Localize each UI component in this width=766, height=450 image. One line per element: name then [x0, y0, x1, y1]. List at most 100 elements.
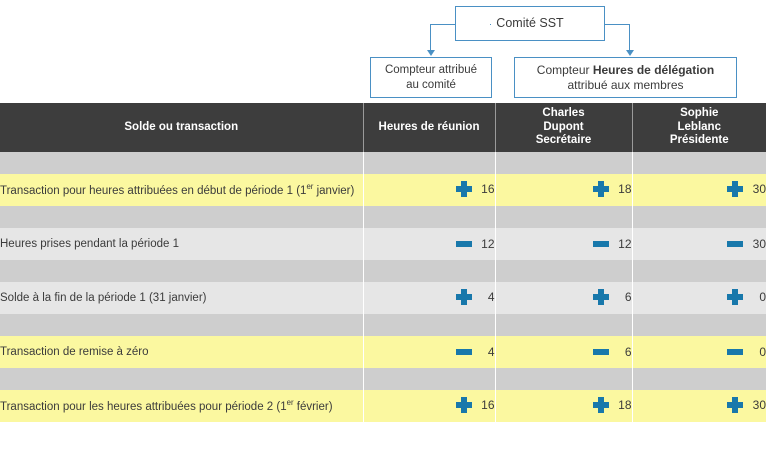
value-wrapper: 12 [592, 237, 632, 251]
value-wrapper: 16 [455, 396, 495, 413]
value-number: 6 [624, 345, 632, 359]
sophie-role: Présidente [669, 134, 729, 147]
value-wrapper: 4 [455, 288, 495, 305]
table-spacer-cell [632, 152, 766, 174]
value-number: 4 [487, 345, 495, 359]
minus-icon [727, 349, 743, 355]
member-counter-line2: attribué aux membres [567, 77, 684, 92]
minus-icon [727, 241, 743, 247]
table-spacer-cell [0, 368, 364, 390]
committee-counter-line1: Compteur attribué [384, 64, 478, 77]
charles-first-name: Charles [542, 106, 585, 119]
value-cell: 6 [495, 282, 633, 314]
value-cell: 0 [632, 336, 766, 368]
value-cell: 6 [495, 336, 633, 368]
table-row: Transaction pour heures attribuées en dé… [0, 174, 766, 206]
table-spacer-cell [363, 368, 496, 390]
plus-icon [727, 180, 743, 197]
value-number: 30 [752, 397, 766, 412]
connector-left-vertical [430, 24, 431, 52]
table-spacer-cell [0, 152, 364, 174]
connector-right-vertical [629, 24, 630, 52]
table-header: Solde ou transaction Heures de réunion C… [0, 103, 766, 152]
table-header-row: Solde ou transaction Heures de réunion C… [0, 103, 766, 152]
org-diagram: Comité SST Compteur attribué au comité C… [0, 0, 766, 103]
diagram-box-committee-counter: Compteur attribué au comité [370, 57, 492, 98]
minus-icon [455, 349, 472, 355]
value-cell: 18 [495, 390, 633, 422]
minus-icon [592, 241, 609, 247]
value-number: 18 [618, 181, 632, 196]
value-wrapper: 4 [455, 345, 495, 359]
diagram-box-comite-sst: Comité SST [455, 6, 605, 41]
column-header-transaction: Solde ou transaction [0, 103, 364, 152]
value-number: 16 [481, 181, 495, 196]
value-cell: 0 [632, 282, 766, 314]
value-wrapper: 18 [592, 180, 632, 197]
value-cell: 4 [363, 336, 496, 368]
value-wrapper: 18 [592, 396, 632, 413]
column-header-sophie-leblanc: Sophie Leblanc Présidente [632, 103, 766, 152]
value-wrapper: 30 [727, 396, 766, 413]
row-label: Solde à la fin de la période 1 (31 janvi… [0, 282, 364, 314]
table-body: Transaction pour heures attribuées en dé… [0, 152, 766, 422]
member-counter-line1-bold: Heures de délégation [592, 62, 715, 77]
table-spacer-cell [363, 152, 496, 174]
member-counter-line1-prefix: Compteur [536, 62, 593, 77]
diagram-box-member-counter: Compteur Heures de délégation attribué a… [514, 57, 737, 98]
value-wrapper: 6 [592, 288, 632, 305]
value-cell: 30 [632, 390, 766, 422]
plus-icon [592, 288, 609, 305]
table-spacer-cell [363, 260, 496, 282]
table-spacer-cell [0, 314, 364, 336]
value-cell: 18 [495, 174, 633, 206]
value-cell: 12 [363, 228, 496, 260]
table-spacer-cell [632, 206, 766, 228]
value-wrapper: 6 [592, 345, 632, 359]
plus-icon [455, 396, 472, 413]
table-spacer-row [0, 260, 766, 282]
connector-left-horizontal [430, 24, 456, 25]
value-cell: 12 [495, 228, 633, 260]
value-wrapper: 16 [455, 180, 495, 197]
charles-last-name: Dupont [543, 120, 584, 133]
table-spacer-cell [363, 314, 496, 336]
table-spacer-cell [0, 260, 364, 282]
plus-icon [455, 180, 472, 197]
value-number: 18 [618, 397, 632, 412]
ordinal-suffix: er [306, 181, 314, 191]
value-number: 12 [481, 237, 495, 251]
value-number: 0 [759, 345, 766, 359]
table-spacer-row [0, 152, 766, 174]
table-spacer-row [0, 206, 766, 228]
value-cell: 16 [363, 174, 496, 206]
diagram-box-comite-sst-label: Comité SST [496, 15, 564, 30]
column-header-charles-dupont: Charles Dupont Secrétaire [495, 103, 633, 152]
hours-balance-table: Solde ou transaction Heures de réunion C… [0, 103, 766, 422]
table-spacer-row [0, 314, 766, 336]
minus-icon [455, 241, 472, 247]
sophie-first-name: Sophie [680, 106, 719, 119]
table-spacer-cell [495, 260, 633, 282]
table-spacer-cell [495, 314, 633, 336]
connector-left-stub [490, 24, 491, 25]
arrowhead-left-icon [427, 50, 435, 56]
plus-icon [727, 288, 743, 305]
minus-icon [592, 349, 609, 355]
table-spacer-cell [363, 206, 496, 228]
table-spacer-cell [632, 368, 766, 390]
value-number: 0 [759, 289, 766, 304]
plus-icon [455, 288, 472, 305]
value-wrapper: 30 [727, 180, 766, 197]
sophie-last-name: Leblanc [677, 120, 721, 133]
charles-role: Secrétaire [535, 134, 592, 147]
value-wrapper: 0 [727, 288, 766, 305]
value-number: 16 [481, 397, 495, 412]
value-wrapper: 12 [455, 237, 495, 251]
value-cell: 16 [363, 390, 496, 422]
table-spacer-cell [632, 314, 766, 336]
table-spacer-cell [632, 260, 766, 282]
value-number: 6 [624, 289, 632, 304]
plus-icon [727, 396, 743, 413]
